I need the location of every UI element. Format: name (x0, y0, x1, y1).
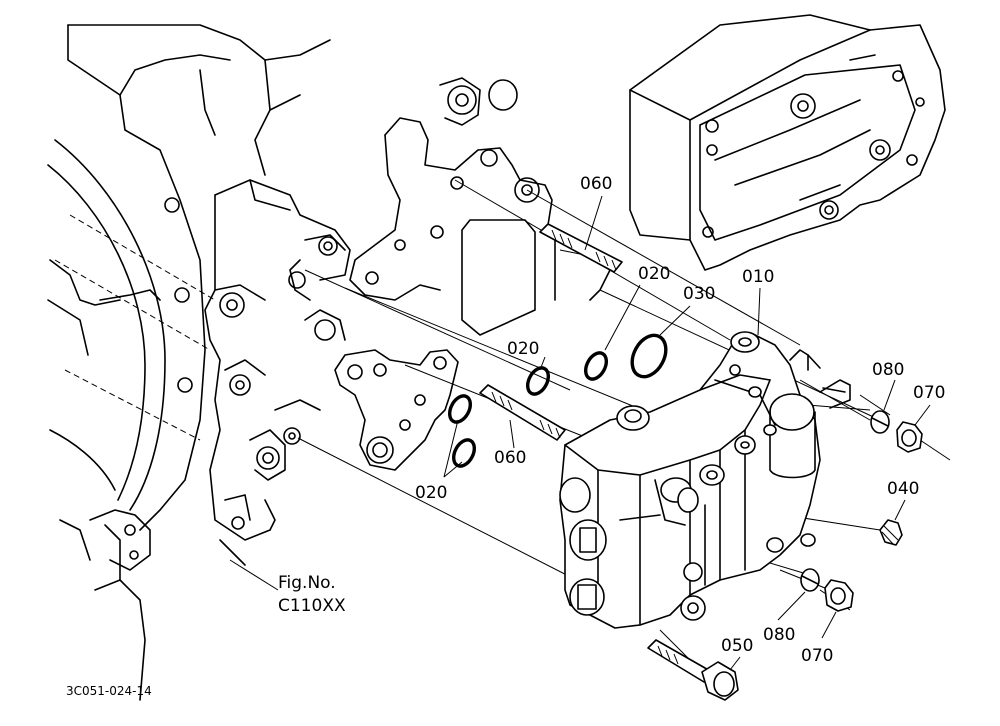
figure-ref-line2: C110XX (278, 596, 346, 616)
callout-060-lower: 060 (494, 448, 526, 468)
o-ring-020-lower-a (447, 394, 473, 424)
transmission-housing (47, 24, 351, 701)
bolt (647, 639, 739, 701)
callout-leaders (229, 195, 931, 671)
callout-070-lower: 070 (801, 646, 833, 666)
o-ring-020-lower-b (451, 438, 477, 468)
callout-030: 030 (683, 284, 715, 304)
washer-nut-upper (870, 410, 923, 453)
callout-020-middle: 020 (507, 339, 539, 359)
callout-010: 010 (742, 267, 774, 287)
o-ring-020-middle (525, 366, 551, 396)
o-ring-030 (630, 333, 668, 379)
callout-070-upper: 070 (913, 383, 945, 403)
plug-040 (879, 519, 903, 546)
callout-040: 040 (887, 479, 919, 499)
gasket-plate (334, 77, 611, 471)
callout-020-lower: 020 (415, 483, 447, 503)
washer-nut-lower (800, 568, 854, 612)
callout-020-upper: 020 (638, 264, 670, 284)
valve-body (559, 331, 851, 629)
callout-labels: 060 020 030 010 020 060 020 080 070 040 … (66, 174, 945, 698)
stud-lower (479, 384, 566, 441)
drawing-code: 3C051-024-14 (66, 684, 152, 698)
callout-080-upper: 080 (872, 360, 904, 380)
cover-housing (629, 14, 946, 271)
o-ring-020-upper (583, 351, 609, 381)
callout-080-lower: 080 (763, 625, 795, 645)
callout-050: 050 (721, 636, 753, 656)
callout-060-upper: 060 (580, 174, 612, 194)
stud-upper (539, 223, 623, 273)
o-rings (447, 333, 668, 468)
figure-ref-line1: Fig.No. (278, 573, 336, 593)
